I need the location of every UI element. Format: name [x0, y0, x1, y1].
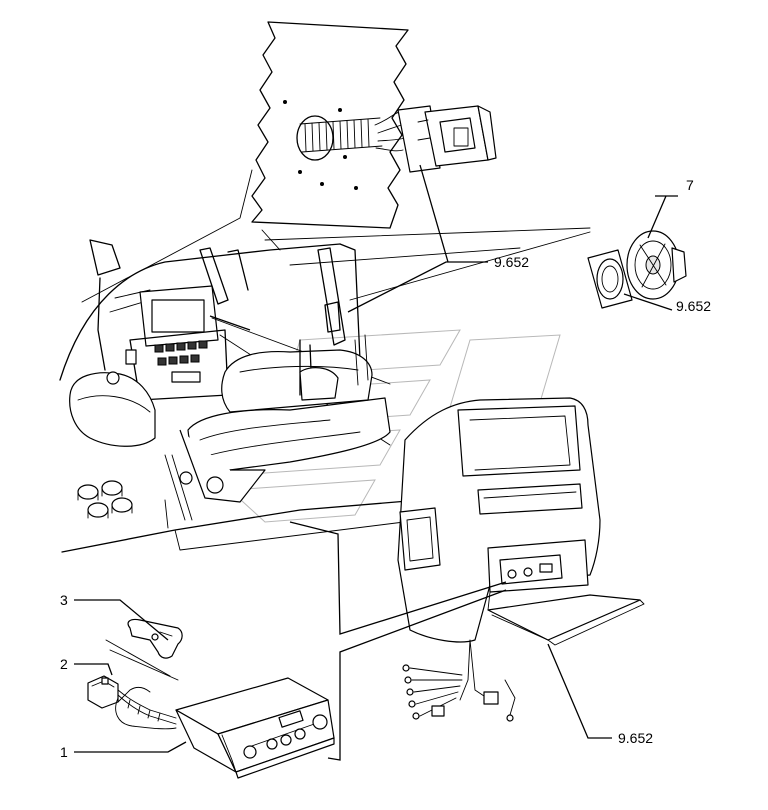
side-console — [397, 397, 645, 722]
bracket-part-3 — [127, 618, 183, 659]
cab-interior — [59, 227, 591, 553]
callout-7: 7 — [686, 177, 694, 193]
leader-lines — [74, 195, 678, 761]
callout-labels: 1 2 3 7 9.652 9.652 9.652 — [60, 177, 711, 760]
connector-detail-inset — [81, 21, 497, 303]
switch-panel — [154, 340, 208, 383]
callout-ref-bottom: 9.652 — [618, 730, 653, 746]
floor-buttons — [77, 480, 133, 519]
speaker-part-7 — [587, 230, 687, 309]
connector-part-2 — [87, 675, 177, 730]
callout-2: 2 — [60, 656, 68, 672]
callout-3: 3 — [60, 592, 68, 608]
radio-part-1 — [175, 677, 335, 779]
callout-1: 1 — [60, 744, 68, 760]
callout-ref-top: 9.652 — [494, 254, 529, 270]
callout-ref-speaker: 9.652 — [676, 298, 711, 314]
corrugated-sleeve — [299, 117, 383, 153]
